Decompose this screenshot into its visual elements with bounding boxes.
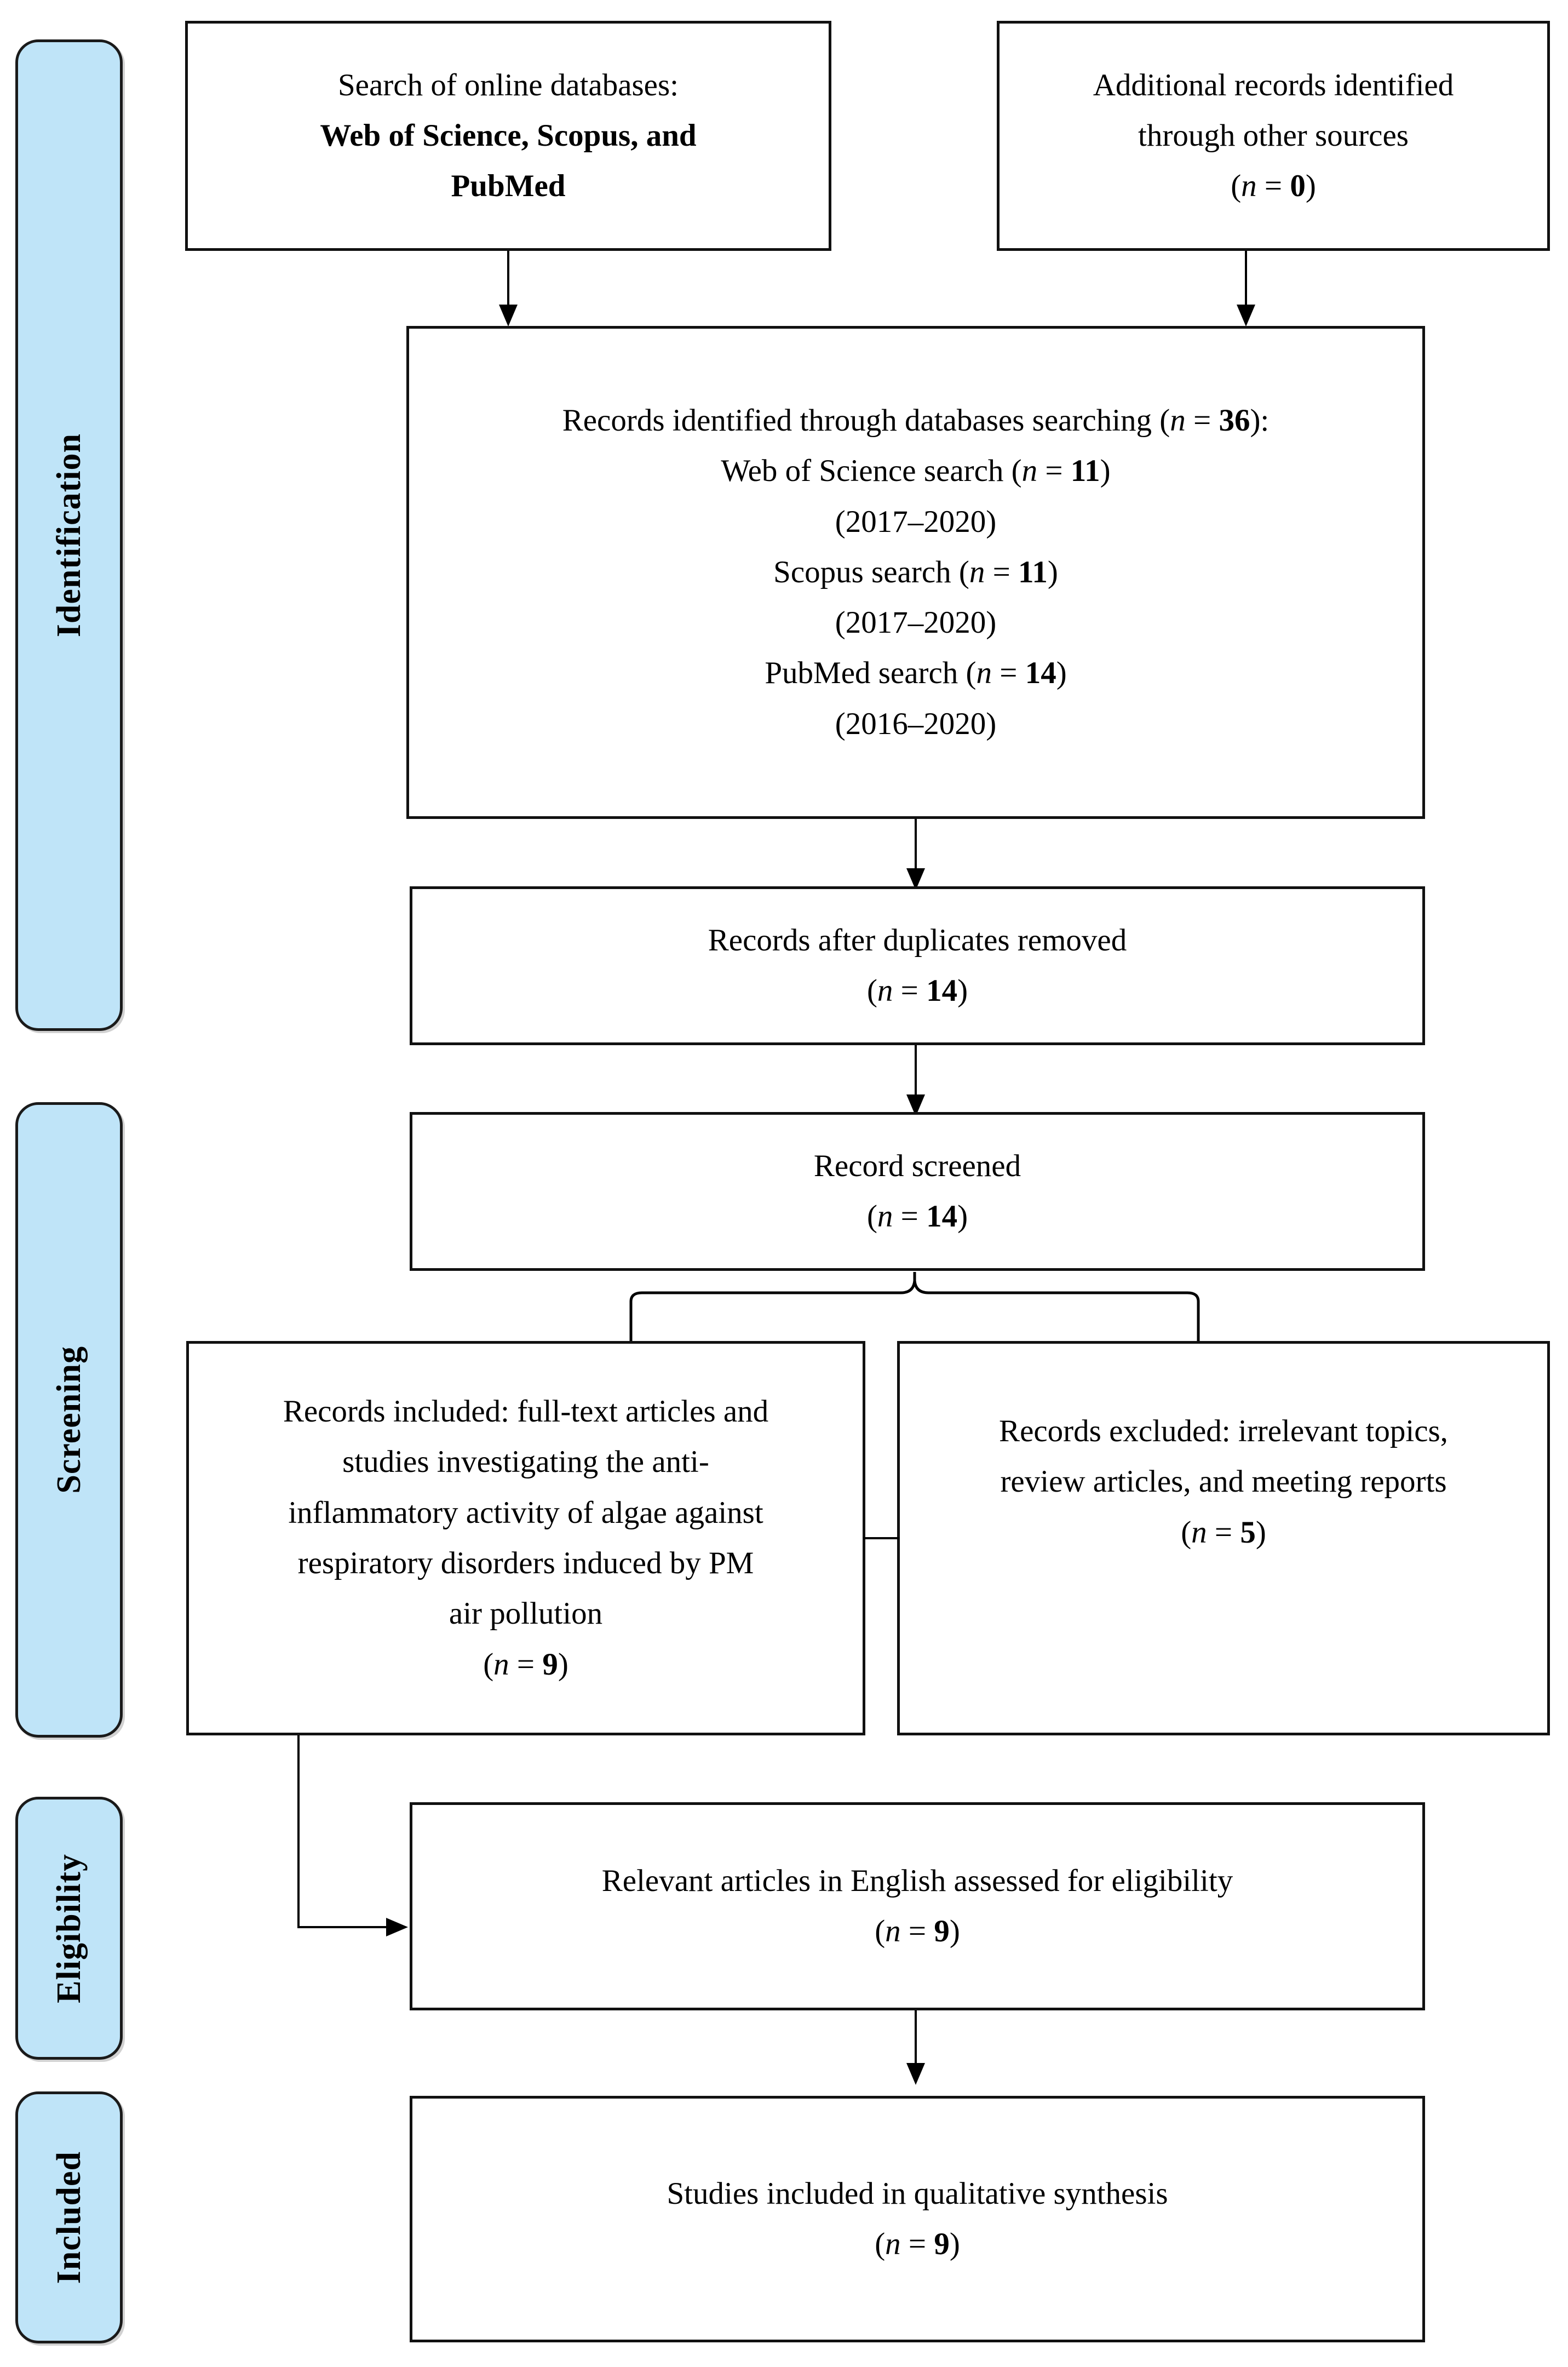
records-excluded-line1: Records excluded: irrelevant topics, (999, 1414, 1448, 1448)
phase-label-included: Included (50, 2151, 88, 2284)
split-brace-connector (629, 1272, 1200, 1341)
connector-included-to-excluded (863, 1537, 899, 1539)
additional-records-line1: Additional records identified (1093, 67, 1454, 102)
arrow-included-to-eligibility (386, 1918, 408, 1936)
arrow-eligibility-to-included (906, 2063, 925, 2085)
additional-records-count: (n = 0) (1231, 169, 1316, 204)
box-qualitative-synthesis: Studies included in qualitative synthesi… (410, 2096, 1425, 2342)
connector-additional-to-identified (1245, 251, 1247, 317)
qualitative-synthesis-count: (n = 9) (875, 2227, 960, 2261)
arrow-search-to-identified (499, 305, 518, 326)
records-identified-line4: Scopus search (n = 11) (773, 554, 1058, 589)
box-eligibility-assessed: Relevant articles in English assessed fo… (410, 1802, 1425, 2010)
box-records-identified: Records identified through databases sea… (406, 326, 1425, 819)
records-included-line5: air pollution (449, 1596, 603, 1631)
connector-included-down (297, 1735, 300, 1927)
records-identified-line5: (2017–2020) (835, 605, 997, 640)
records-included-line4: respiratory disorders induced by PM (297, 1546, 754, 1580)
records-identified-line1: Records identified through databases sea… (562, 403, 1270, 438)
records-identified-line7: (2016–2020) (835, 706, 997, 741)
connector-search-to-identified (507, 251, 509, 317)
connector-eligibility-to-included (915, 2010, 917, 2071)
arrow-additional-to-identified (1237, 305, 1255, 326)
box-duplicates-removed: Records after duplicates removed (n = 14… (410, 886, 1425, 1045)
search-sources-line2: Web of Science, Scopus, and (320, 118, 697, 153)
phase-pill-identification: Identification (15, 39, 123, 1031)
records-included-line1: Records included: full-text articles and (283, 1394, 769, 1429)
records-excluded-line2: review articles, and meeting reports (1000, 1464, 1447, 1499)
qualitative-synthesis-line1: Studies included in qualitative synthesi… (667, 2176, 1168, 2211)
duplicates-removed-line1: Records after duplicates removed (708, 922, 1127, 958)
box-records-included: Records included: full-text articles and… (186, 1341, 865, 1735)
connector-identified-to-duplicates (915, 819, 917, 876)
records-identified-line6: PubMed search (n = 14) (765, 656, 1067, 691)
additional-records-line2: through other sources (1138, 118, 1409, 153)
phase-label-eligibility: Eligibility (50, 1853, 88, 2003)
phase-label-screening: Screening (50, 1346, 88, 1494)
box-record-screened: Record screened (n = 14) (410, 1112, 1425, 1271)
connector-included-right (297, 1926, 400, 1928)
duplicates-removed-count: (n = 14) (866, 973, 968, 1008)
eligibility-assessed-line1: Relevant articles in English assessed fo… (601, 1863, 1233, 1898)
eligibility-assessed-count: (n = 9) (875, 1914, 960, 1948)
connector-duplicates-to-screened (915, 1045, 917, 1103)
records-identified-line2: Web of Science search (n = 11) (721, 454, 1111, 489)
records-included-line3: inflammatory activity of algae against (288, 1495, 763, 1530)
records-excluded-count: (n = 5) (1181, 1515, 1266, 1550)
search-sources-line1: Search of online databases: (337, 67, 679, 102)
record-screened-count: (n = 14) (866, 1199, 968, 1234)
record-screened-line1: Record screened (813, 1148, 1021, 1183)
records-included-count: (n = 9) (483, 1647, 568, 1682)
phase-pill-included: Included (15, 2091, 123, 2343)
records-identified-line3: (2017–2020) (835, 504, 997, 539)
box-records-excluded: Records excluded: irrelevant topics, rev… (897, 1341, 1550, 1735)
records-included-line2: studies investigating the anti- (342, 1445, 709, 1480)
phase-label-identification: Identification (50, 433, 88, 638)
search-sources-line3: PubMed (451, 169, 566, 204)
phase-pill-eligibility: Eligibility (15, 1797, 123, 2060)
phase-pill-screening: Screening (15, 1102, 123, 1738)
box-search-sources: Search of online databases: Web of Scien… (185, 21, 831, 251)
box-additional-records: Additional records identified through ot… (997, 21, 1550, 251)
